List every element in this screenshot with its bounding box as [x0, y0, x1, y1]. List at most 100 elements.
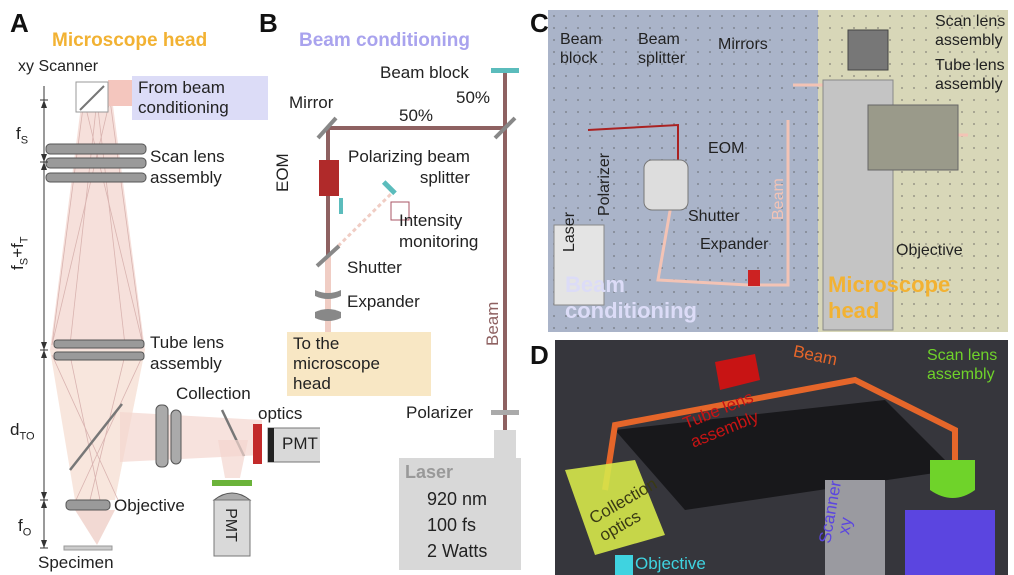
panel-d-photo-sketch	[555, 340, 1008, 575]
c-bc-line1: Beam	[565, 272, 625, 297]
emission-filter-red	[253, 424, 262, 464]
c-tube-lens-1: Tube lens	[935, 57, 1005, 74]
to-micro-line3: head	[293, 374, 331, 393]
collection-label: Collection	[176, 384, 251, 403]
c-beam-conditioning: Beam conditioning	[565, 272, 697, 324]
d-scan-lens-label: Scan lens assembly	[927, 346, 997, 384]
intensity-line1: Intensity	[399, 211, 463, 230]
pbs-line2: splitter	[419, 168, 470, 187]
c-bc-line2: conditioning	[565, 298, 697, 323]
objective-label: Objective	[114, 496, 185, 515]
shutter-mirror	[315, 244, 341, 268]
polarizer-element	[491, 410, 519, 415]
panel-a: A Microscope head	[0, 0, 320, 575]
photo-expander	[748, 270, 760, 286]
c-beam-block-2: block	[560, 50, 598, 67]
lower-pmt-lens	[212, 492, 252, 501]
scan-lens-2	[45, 157, 147, 169]
fs-symbol: f	[16, 124, 21, 143]
c-beam-block-1: Beam	[560, 31, 602, 48]
c-scan-lens-1: Scan lens	[935, 13, 1006, 30]
pct50-vertical: 50%	[456, 88, 491, 107]
pmt-body-2	[213, 499, 251, 557]
beam-block	[491, 68, 519, 73]
tube-lens-line1: Tube lens	[150, 333, 225, 352]
photo-laser	[553, 224, 605, 306]
c-tube-lens-2: assembly	[935, 76, 1003, 93]
tube-lens-label: Tube lens assembly	[150, 332, 224, 374]
laser-title: Laser	[405, 462, 454, 482]
specimen-label: Specimen	[38, 553, 114, 572]
c-microscope-head: Microscope head	[828, 272, 950, 324]
pct50-horizontal: 50%	[399, 106, 434, 125]
to-micro-line1: To the	[293, 334, 340, 353]
c-beam-splitter-2: splitter	[638, 50, 686, 67]
panel-b: B Beam conditioning Beam block 50% Mirro…	[255, 0, 530, 575]
panel-b-letter: B	[259, 8, 278, 38]
d-beam-path	[602, 376, 958, 491]
fs-subscript: S	[20, 134, 29, 147]
c-scan-lens: Scan lens assembly	[935, 12, 1005, 50]
c-beam: Beam	[770, 178, 787, 220]
optics-label: optics	[258, 404, 303, 423]
scan-lens-line1: Scan lens	[150, 147, 225, 166]
scan-lens-3	[45, 172, 147, 183]
fo-symbol: f	[18, 516, 23, 535]
mirror-label: Mirror	[289, 93, 334, 112]
panel-d-letter: D	[530, 340, 549, 370]
panel-a-letter: A	[10, 8, 29, 38]
pmt-label-2: PMT	[222, 508, 239, 542]
panel-c: C	[548, 10, 1008, 332]
fo-subscript: O	[22, 526, 32, 539]
laser-power: 2 Watts	[427, 541, 488, 561]
shutter-label: Shutter	[347, 258, 402, 277]
d-rail	[825, 480, 885, 575]
panel-d: Beam Scan lens assembly Tube lens assemb…	[555, 340, 1008, 575]
c-mh-line1: Microscope	[828, 272, 951, 297]
d-collection-shape	[565, 460, 665, 555]
from-beam-box: From beam conditioning	[132, 76, 268, 120]
eom-side	[339, 198, 343, 214]
c-mirrors: Mirrors	[718, 36, 768, 53]
objective-lens	[65, 499, 111, 511]
laser-wavelength: 920 nm	[427, 489, 488, 509]
laser-body	[399, 458, 521, 570]
collection-lens-1	[155, 404, 169, 468]
pbs-label: Polarizing beam splitter	[348, 146, 470, 188]
fsft-label: fS+fT	[8, 237, 30, 270]
c-tube-lens: Tube lens assembly	[935, 56, 1005, 94]
xy-scanner-mirror	[79, 85, 105, 111]
to-microscope-box: To the microscope head	[287, 332, 431, 396]
scan-lens-line2: assembly	[150, 168, 222, 187]
mirror-left	[316, 116, 338, 140]
d-tube-lens-shape	[715, 354, 760, 390]
tube-beam-cone	[50, 350, 145, 500]
panel-b-title: Beam conditioning	[299, 30, 470, 51]
panel-c-letter-outer: C	[530, 8, 549, 38]
dichroic-mirror	[69, 403, 123, 471]
pickoff	[381, 180, 397, 196]
fsft-plus: +f	[8, 243, 27, 258]
ray-lines	[51, 99, 144, 501]
c-beam-block: Beam block	[560, 30, 602, 68]
lower-pmt-beam	[218, 440, 248, 478]
tube-lens-1	[53, 339, 145, 349]
d-scan-lens-1: Scan lens	[927, 347, 998, 364]
polarizer-label: Polarizer	[406, 403, 474, 422]
tube-lens-2	[53, 351, 145, 361]
beam-block-label: Beam block	[380, 63, 469, 82]
c-mh-line2: head	[828, 298, 880, 323]
panel-a-title: Microscope head	[52, 30, 208, 51]
intensity-label: Intensity monitoring	[399, 210, 478, 252]
photo-tube-lens	[867, 104, 959, 171]
dto-symbol: d	[10, 420, 20, 439]
photo-eom	[643, 159, 689, 211]
fo-label: fO	[18, 516, 31, 538]
tube-lens-line2: assembly	[150, 354, 222, 373]
photo-beam-dark	[587, 123, 679, 165]
eom-body	[319, 160, 339, 196]
scan-lens-label: Scan lens assembly	[150, 146, 225, 188]
xy-scanner-label: xy Scanner	[18, 58, 99, 75]
c-scan-lens-2: assembly	[935, 32, 1003, 49]
c-shutter: Shutter	[688, 208, 740, 225]
